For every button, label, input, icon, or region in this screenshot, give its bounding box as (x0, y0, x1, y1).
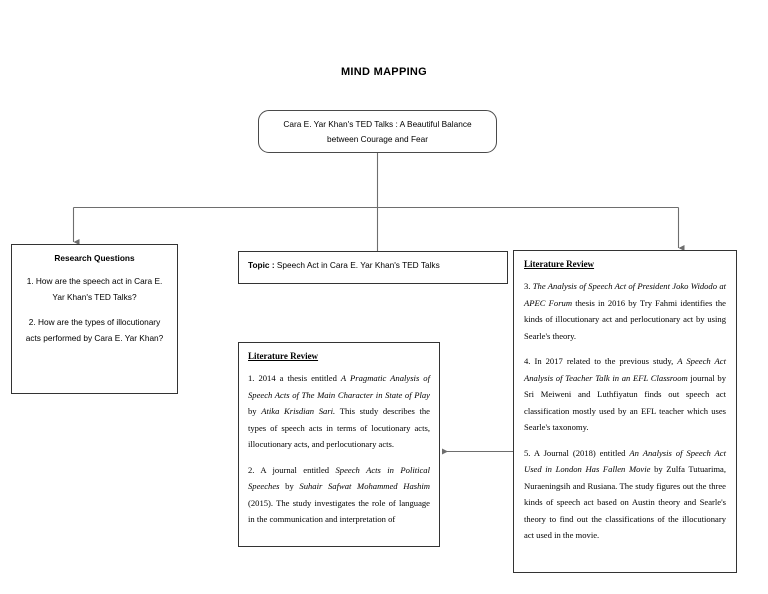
item-title-italic: An Analysis of Speech Act Used in London… (524, 447, 726, 475)
item-title-italic: The Analysis of Speech Act of President … (524, 281, 727, 308)
item-author-italic: Suhair Safwat Mohammed Hashim (299, 481, 430, 491)
item-pre: 1. 2014 a thesis entitled (248, 373, 341, 383)
literature-review-right-heading: Literature Review (524, 259, 595, 269)
item-post: (2015). The study investigates the role … (248, 497, 430, 525)
item-pre: 3. (524, 281, 533, 291)
topic-box[interactable]: Topic : Speech Act in Cara E. Yar Khan's… (238, 251, 508, 284)
literature-review-right-box[interactable]: Literature Review 3. The Analysis of Spe… (513, 250, 737, 573)
page-title: MIND MAPPING (0, 66, 768, 78)
item-post: thesis in 2016 by Try Fahmi identifies t… (524, 297, 726, 341)
topic-line: Topic : Speech Act in Cara E. Yar Khan's… (248, 259, 498, 271)
research-question-item: 2. How are the types of illocutionary ac… (25, 317, 164, 343)
literature-review-item: 4. In 2017 related to the previous study… (524, 353, 726, 436)
item-post: This study describes the types of speech… (248, 406, 430, 449)
item-title-italic: A Speech Act Analysis of Teacher Talk in… (524, 356, 726, 383)
item-title-italic: A Pragmatic Analysis of Speech Acts of T… (248, 373, 430, 400)
literature-review-item: 5. A Journal (2018) entitled An Analysis… (524, 445, 726, 544)
item-mid: by (248, 406, 262, 416)
topic-value: Speech Act in Cara E. Yar Khan's TED Tal… (276, 260, 440, 270)
root-node-label: Cara E. Yar Khan's TED Talks : A Beautif… (283, 118, 472, 144)
item-author-italic: Atika Krisdian Sari. (261, 406, 336, 416)
root-node[interactable]: Cara E. Yar Khan's TED Talks : A Beautif… (258, 110, 497, 153)
literature-review-item: 1. 2014 a thesis entitled A Pragmatic An… (248, 370, 430, 453)
item-title-italic: Speech Acts in Political Speeches (248, 464, 430, 492)
item-pre: 4. In 2017 related to the previous study… (524, 356, 678, 366)
item-pre: 2. A journal entitled (248, 464, 336, 475)
item-post: by Zulfa Tutuarima, Nuraeningsih and Rus… (524, 464, 726, 540)
research-question-item: 1. How are the speech act in Cara E. Yar… (26, 276, 163, 302)
item-post: journal by Sri Meiweni and Luthfiyatun f… (524, 372, 727, 433)
topic-label: Topic : (248, 260, 275, 270)
literature-review-item: 2. A journal entitled Speech Acts in Pol… (248, 462, 430, 528)
research-questions-box[interactable]: Research Questions 1. How are the speech… (11, 244, 178, 394)
item-mid: by (279, 481, 300, 491)
research-questions-heading: Research Questions (54, 253, 135, 263)
literature-review-item: 3. The Analysis of Speech Act of Preside… (524, 278, 726, 344)
item-pre: 5. A Journal (2018) entitled (524, 447, 630, 458)
literature-review-middle-box[interactable]: Literature Review 1. 2014 a thesis entit… (238, 342, 440, 547)
literature-review-middle-heading: Literature Review (248, 351, 319, 361)
